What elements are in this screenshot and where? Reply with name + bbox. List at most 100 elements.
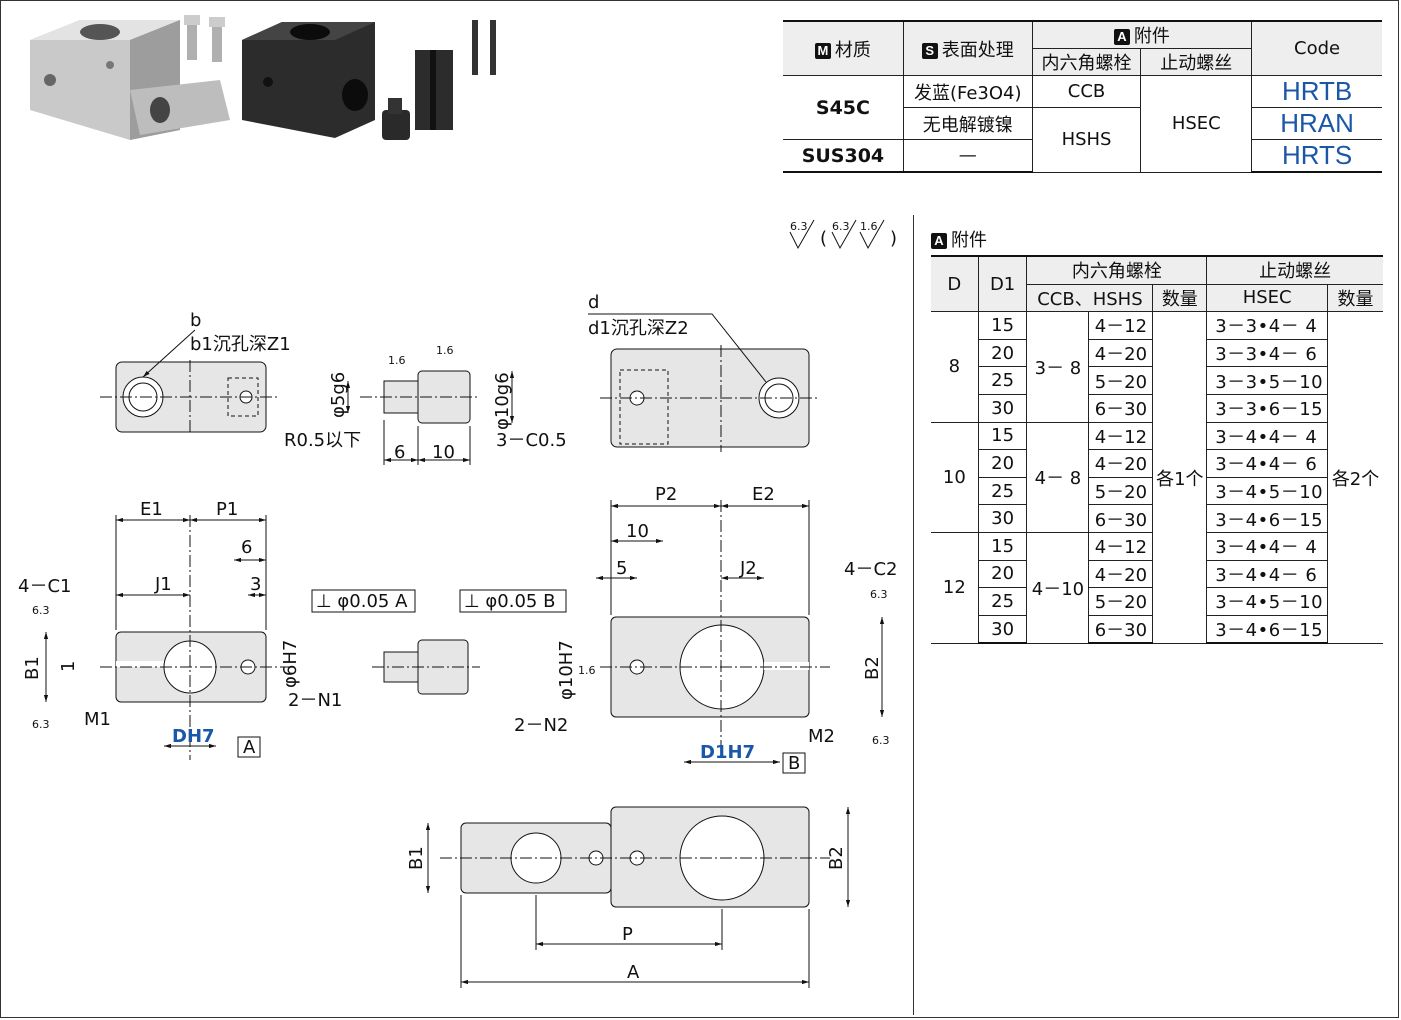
material-cell: S45C — [783, 75, 904, 140]
label-2n2: 2－N2 — [514, 715, 568, 736]
label-b1dim: B1 — [22, 656, 43, 680]
label-dh7: DH7 — [172, 726, 215, 747]
col-d1: D1 — [977, 255, 1028, 313]
product-photo-black — [242, 22, 375, 138]
table-row: 10 15 4－ 8 4－12 3－4•4－ 4 — [931, 421, 1383, 533]
label-4c2: 4－C2 — [844, 559, 897, 580]
label-m1: M1 — [84, 709, 111, 730]
label-2n1: 2－N1 — [288, 690, 342, 711]
roughness-a: 6.3 — [790, 220, 808, 233]
label-m2: M2 — [808, 726, 835, 747]
label-p: P — [622, 924, 633, 945]
left-block-top-view: b b1沉孔深Z1 — [100, 310, 291, 434]
screw-cell: HSEC — [1140, 75, 1253, 173]
roughness-r3: 6.3 — [872, 734, 890, 747]
label-r: R0.5以下 — [284, 430, 361, 451]
badge-a: A — [1113, 29, 1130, 45]
badge-a: A — [931, 233, 947, 249]
roughness-symbols: 6.3 ( 6.3 1.6 ) — [789, 219, 897, 250]
column-divider — [913, 215, 914, 1015]
label-phi5: φ5g6 — [328, 372, 349, 418]
left-block-front-view: E1 P1 J1 6 3 4－C1 B1 1 M1 DH7 2－N1 φ6H7 … — [18, 499, 416, 760]
qty-screw: 各2个 — [1327, 311, 1383, 644]
bolt-cell: CCB — [1031, 75, 1142, 108]
roughness-r2: 6.3 — [870, 588, 888, 601]
surface-cell: 无电解镀镍 — [903, 107, 1033, 140]
roughness-pin-2: 1.6 — [436, 344, 454, 357]
tolerance-b: ⊥ φ0.05 B — [464, 591, 555, 612]
surface-cell: — — [902, 139, 1033, 173]
code-link-hran[interactable]: HRAN — [1251, 107, 1382, 140]
technical-drawing: 6.3 ( 6.3 1.6 ) b b1沉孔深Z1 6 10 R0.5以下 3－… — [18, 219, 897, 988]
right-block-front-view: P2 E2 10 5 J2 4－C2 φ10H7 2－N2 B2 M2 D1H7… — [459, 484, 897, 774]
surface-cell: 发蓝(Fe3O4) — [902, 75, 1033, 108]
label-j1: J1 — [154, 574, 172, 595]
col-bolt-type: CCB、HSHS — [1026, 283, 1154, 313]
label-1: 1 — [58, 661, 79, 672]
label-d: d — [588, 292, 599, 313]
roughness-c: 1.6 — [860, 220, 878, 233]
code-link-hrtb[interactable]: HRTB — [1251, 75, 1382, 108]
material-cell: SUS304 — [783, 139, 904, 173]
label-b: b — [190, 310, 201, 331]
silver-bolts-photo — [184, 15, 225, 62]
black-pin-photo — [382, 20, 496, 140]
col-set-screw: 止动螺丝 — [1206, 254, 1383, 285]
accessory-table: D D1 内六角螺栓 止动螺丝 CCB、HSHS 数量 HSEC 数量 8 15… — [931, 254, 1383, 645]
label-j2: J2 — [739, 558, 757, 579]
qty-bolt: 各1个 — [1152, 311, 1208, 644]
col-qty2: 数量 — [1327, 283, 1383, 313]
label-phi6: φ6H7 — [280, 640, 301, 688]
col-d: D — [931, 255, 979, 313]
label-phi10h7: φ10H7 — [556, 640, 577, 700]
label-10: 10 — [432, 442, 455, 463]
table-row: 12 15 4－10 4－12 3－4•4－ 4 — [931, 531, 1383, 644]
col-hex-bolt: 内六角螺栓 — [1026, 254, 1208, 285]
label-6b: 6 — [241, 537, 252, 558]
svg-text:): ) — [890, 228, 897, 249]
set-screw-header: 止动螺丝 — [1140, 48, 1252, 76]
tolerance-a: ⊥ φ0.05 A — [316, 591, 408, 612]
label-5: 5 — [616, 558, 627, 579]
label-p1: P1 — [216, 499, 238, 520]
label-b2: B2 — [862, 656, 883, 680]
label-b1: b1沉孔深Z1 — [190, 334, 291, 355]
label-10b: 10 — [626, 521, 649, 542]
assembly-view: P A B1 B2 — [406, 806, 851, 988]
label-b2-assembly: B2 — [826, 846, 847, 870]
label-phi10: φ10g6 — [492, 372, 513, 430]
label-a-big: A — [627, 962, 640, 983]
right-block-top-view: d d1沉孔深Z2 — [588, 292, 820, 452]
label-e1: E1 — [140, 499, 163, 520]
label-b1-assembly: B1 — [406, 846, 427, 870]
label-4c1: 4－C1 — [18, 576, 71, 597]
badge-m: M — [814, 42, 831, 59]
label-b-ref: B — [788, 753, 800, 774]
product-photos — [30, 15, 496, 140]
label-d1h7: D1H7 — [700, 742, 755, 763]
roughness-pin-1: 1.6 — [388, 354, 406, 367]
label-3: 3 — [250, 574, 261, 595]
label-d1: d1沉孔深Z2 — [588, 318, 689, 339]
roughness-r1: 1.6 — [578, 664, 596, 677]
pin-front-view — [372, 639, 480, 695]
pin-side-view: 6 10 R0.5以下 3－C0.5 φ5g6 φ10g6 1.6 1.6 — [284, 344, 567, 465]
code-link-hrts[interactable]: HRTS — [1251, 139, 1382, 173]
label-p2: P2 — [655, 484, 677, 505]
roughness-b: 6.3 — [832, 220, 850, 233]
roughness-l1: 6.3 — [32, 604, 50, 617]
product-photo-stainless — [30, 20, 230, 140]
badge-s: S — [921, 42, 938, 59]
col-qty: 数量 — [1152, 283, 1208, 313]
label-6: 6 — [394, 442, 405, 463]
